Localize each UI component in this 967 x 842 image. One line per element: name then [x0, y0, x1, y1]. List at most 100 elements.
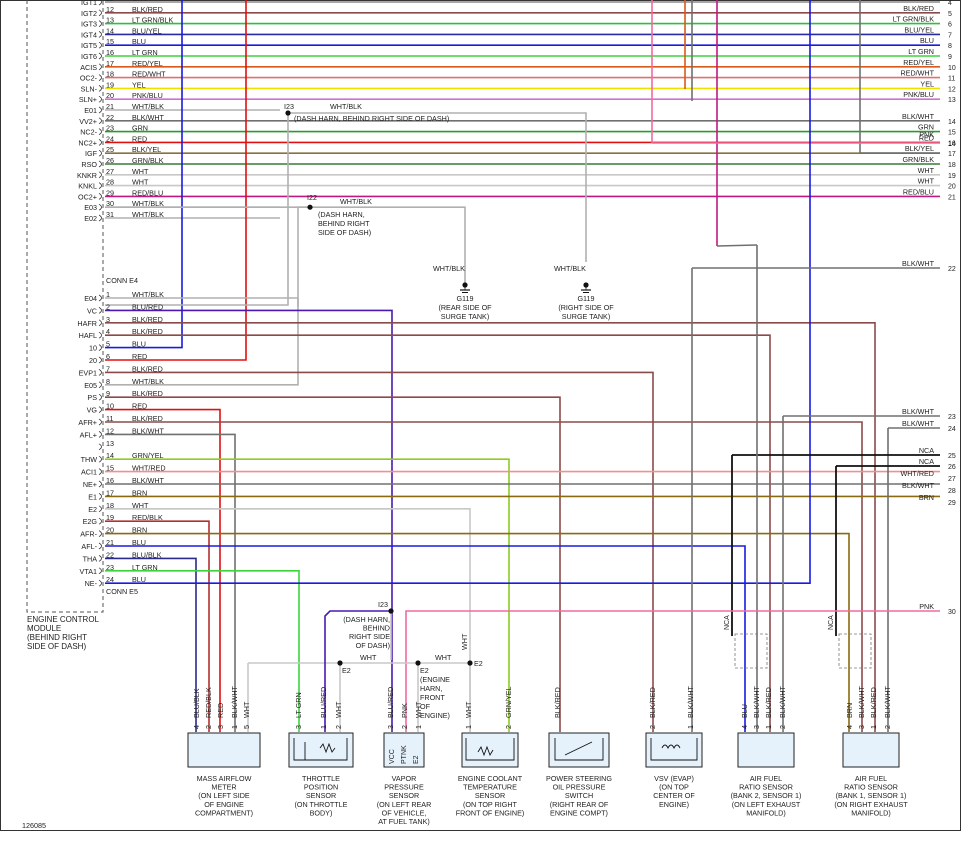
ecm-pin-number: 19 [106, 513, 114, 522]
wire-color-label: GRN/YEL [504, 686, 513, 718]
ground-id: G119 [456, 294, 473, 303]
ecm-pin-name: THA [83, 554, 98, 563]
pin-hook [98, 149, 102, 157]
nca-label: NCA [828, 615, 835, 630]
pin-hook [98, 344, 102, 351]
wire-end-number: 12 [948, 86, 956, 93]
wire-color-label: BLK/RED [132, 327, 163, 336]
ecm-pin-name: OC2- [80, 74, 98, 83]
wire-color-label: BLK/RED [132, 315, 163, 324]
component-label: OIL PRESSURE [553, 783, 606, 792]
wire-color-label: WHT [132, 178, 149, 187]
ecm-pin-number: 13 [106, 16, 114, 25]
wire-end-number: 19 [948, 173, 956, 180]
wire-color-label: RED [132, 402, 147, 411]
component-pin-number: 3 [294, 725, 303, 729]
splice-id: E2 [420, 666, 429, 675]
pin-hook [98, 579, 102, 587]
pin-hook [98, 41, 102, 49]
pin-hook [98, 203, 102, 211]
ecm-pin-name: OC2+ [78, 192, 97, 201]
component-pin-number: 5 [242, 725, 251, 729]
splice-note: (DASH HARN, [318, 210, 365, 219]
ground-dot [462, 282, 468, 288]
wire-color-label: RED/BLK [204, 687, 213, 718]
wire-color-label: WHT/BLK [433, 264, 465, 273]
wire-color-label: BLK/RED [132, 5, 163, 14]
pin-hook [98, 171, 102, 179]
pin-hook [98, 294, 102, 302]
ecm-pin-name: IGT3 [81, 20, 97, 29]
wire-e5-12 [105, 433, 236, 732]
wire-color-label: BLK/WHT [778, 685, 787, 718]
splice-note: FRONT [420, 693, 445, 702]
wire-color-label: BLK/RED [553, 687, 562, 718]
component-label: VAPOR [392, 774, 417, 783]
ecm-pin-name: HAFL [79, 331, 97, 340]
wire-right-30 [405, 610, 940, 732]
ecm-pin-name: E01 [84, 106, 97, 115]
component-label: MANIFOLD) [851, 808, 891, 817]
wire-color-label: RED [132, 134, 147, 143]
ecm-pin-number: 30 [106, 199, 114, 208]
ecm-pin-name: E2G [83, 517, 98, 526]
wire-color-label: BLK/RED [132, 414, 163, 423]
splice-i23 [285, 110, 291, 116]
nca-label: NCA [724, 615, 731, 630]
component-label: (BANK 1, SENSOR 1) [836, 791, 907, 800]
ecm-pin-name: AFR- [80, 530, 97, 539]
ecm-pin-number: 17 [106, 488, 114, 497]
wire-color-label: BLK/YEL [132, 145, 161, 154]
wire-color-label: GRY [919, 0, 935, 2]
pin-hook [98, 63, 102, 71]
wire-color-label: BLU/RED [386, 687, 395, 718]
wire-color-label: BLK/WHT [132, 426, 165, 435]
component-pin-number: 2 [334, 725, 343, 729]
wire-end-number: 21 [948, 194, 956, 201]
pin-hook [98, 106, 102, 114]
splice-e2-c [467, 660, 473, 666]
ecm-pin-name: IGT4 [81, 30, 97, 39]
wire-color-label: NCA [919, 446, 934, 455]
wire-color-label: YEL [132, 80, 146, 89]
ecm-pin-name: VV2+ [79, 117, 97, 126]
figure-id: 126085 [22, 821, 46, 830]
ground-note: SURGE TANK) [562, 312, 610, 321]
ecm-pin-name: KNKR [77, 171, 97, 180]
component-label: ENGINE COOLANT [458, 774, 523, 783]
component-pin-number: 3 [216, 725, 225, 729]
splice-id: I23 [284, 102, 294, 111]
ecm-connector-label: CONN E4 [106, 276, 138, 285]
wire-color-label: NCA [919, 457, 934, 466]
component-label: ENGINE) [659, 800, 689, 809]
wire-color-label: BLK/WHT [230, 685, 239, 718]
wire-color-label: LT GRN [132, 563, 158, 572]
splice-id: E2 [342, 666, 351, 675]
ecm-pin-number: 22 [106, 550, 114, 559]
ground-note: (RIGHT SIDE OF [558, 303, 614, 312]
wire-e5-24 [105, 0, 811, 584]
wire-e5-7 [105, 371, 654, 732]
pin-hook [98, 31, 102, 38]
wire-color-label: WHT [360, 653, 377, 662]
pin-hook [98, 517, 102, 525]
component-label: MASS AIRFLOW [197, 774, 252, 783]
wire-color-label: BLK/WHT [132, 113, 165, 122]
ecm-pin-name: NC2- [80, 128, 97, 137]
wire-end-number: 25 [948, 453, 956, 460]
wire-end-number: 5 [948, 11, 952, 18]
wire-i22 [310, 206, 466, 283]
pin-hook [98, 117, 102, 125]
wire-color-label: RED/YEL [903, 58, 934, 67]
component-pin-number: 1 [869, 725, 878, 729]
ecm-pin-number: 29 [106, 188, 114, 197]
wire-tps-1 [324, 610, 392, 732]
ground-id: G119 [577, 294, 594, 303]
component-label: PRESSURE [384, 783, 424, 792]
pin-hook [98, 85, 102, 92]
ecm-pin-name: E04 [84, 294, 97, 303]
pin-hook [98, 431, 102, 438]
ground-note: SURGE TANK) [441, 312, 489, 321]
splice-id: I23 [378, 600, 388, 609]
pin-hook [98, 139, 102, 146]
